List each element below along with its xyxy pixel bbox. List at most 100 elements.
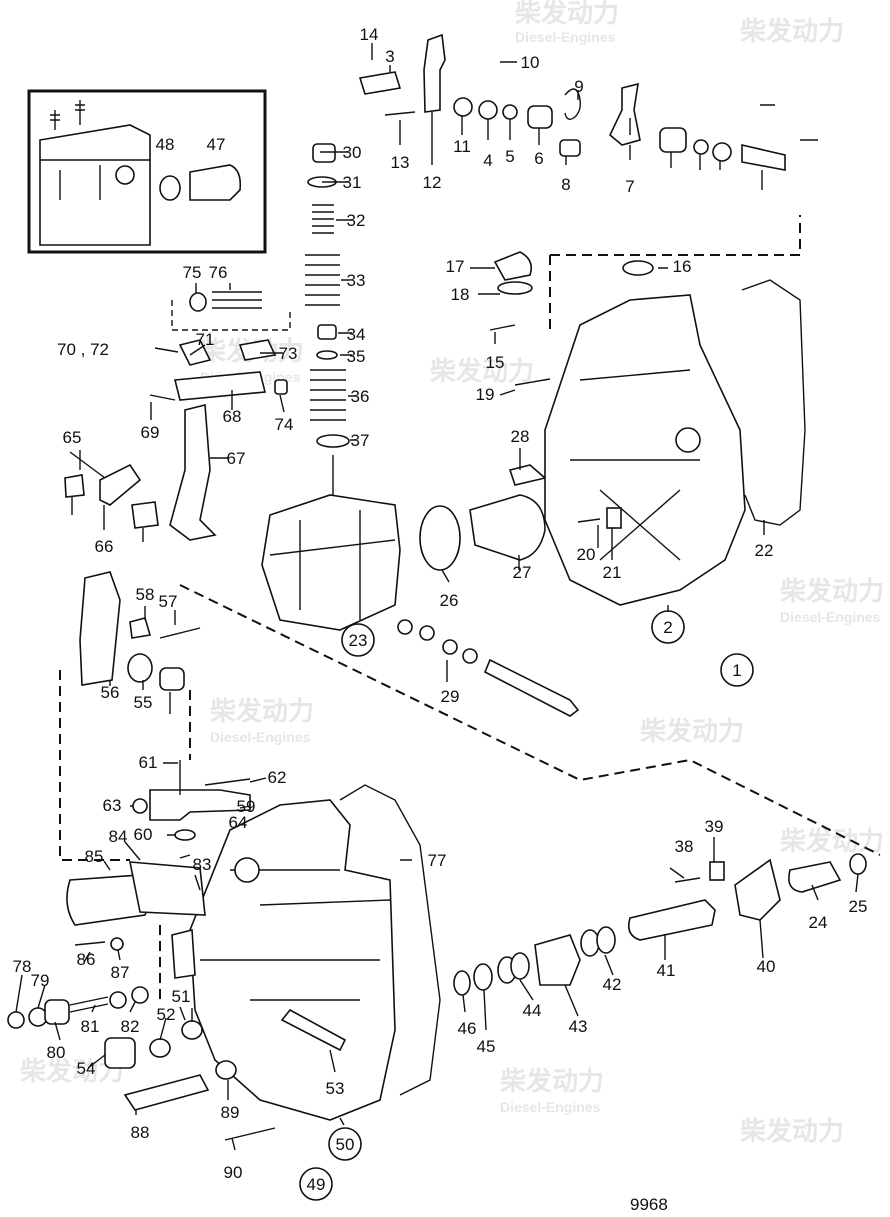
callout-label-37: 37: [351, 431, 370, 450]
callout-label-81: 81: [81, 1017, 100, 1036]
part-77-gasket: [339, 784, 441, 1096]
callout-label-44: 44: [523, 1001, 542, 1020]
watermark-text: Diesel-Engines: [500, 1099, 601, 1115]
watermark-text: Diesel-Engines: [780, 609, 881, 625]
part-20-shape: [577, 518, 601, 523]
part-78-shape: [7, 1011, 25, 1029]
callout-label-69: 69: [141, 423, 160, 442]
callout-label-56: 56: [101, 683, 120, 702]
callout-label-80: 80: [47, 1043, 66, 1062]
flyweight-assembly: [261, 494, 401, 631]
part-57-shape: [159, 627, 201, 639]
part-19-shape: [514, 378, 551, 386]
callout-label-39: 39: [705, 817, 724, 836]
callout-label-63: 63: [103, 796, 122, 815]
callout-label-64: 64: [229, 813, 248, 832]
callout-label-79: 79: [31, 971, 50, 990]
part-65-shape: [69, 451, 106, 479]
part-64b-shape: [131, 501, 159, 529]
part-73-shape: [238, 339, 277, 361]
callout-label-4: 4: [483, 151, 492, 170]
callout-label-66: 66: [95, 537, 114, 556]
inset-studs: [50, 100, 85, 130]
callout-label-21: 21: [603, 563, 622, 582]
part-62-shape: [204, 778, 251, 786]
callout-label-18: 18: [451, 285, 470, 304]
callout-label-57: 57: [159, 592, 178, 611]
callout-label-86: 86: [77, 950, 96, 969]
part-89-shape: [215, 1060, 237, 1080]
part-59-shape: [149, 789, 251, 821]
part-40-shape: [734, 858, 781, 921]
callout-label-46: 46: [458, 1019, 477, 1038]
callout-label-47: 47: [207, 135, 226, 154]
callout-label-20: 20: [577, 545, 596, 564]
callout-circle-49: [299, 1167, 333, 1201]
callout-label-30: 30: [343, 143, 362, 162]
part-42c-shape: [580, 929, 600, 957]
part-7-shape: [609, 82, 641, 146]
callout-label-43: 43: [569, 1017, 588, 1036]
callout-label-32: 32: [347, 211, 366, 230]
part-25-shape: [849, 853, 867, 875]
callout-label-35: 35: [347, 347, 366, 366]
part-67-shape: [169, 403, 217, 541]
housing-bore: [234, 857, 260, 883]
callout-label-67: 67: [227, 449, 246, 468]
callout-label-11: 11: [453, 137, 471, 156]
part-42b-shape: [510, 952, 530, 980]
flyweight-detail: [269, 510, 396, 620]
part-90-shape: [224, 1127, 276, 1141]
callout-label-54: 54: [77, 1059, 96, 1078]
part-29-bolt: [483, 658, 580, 717]
callout-label-77: 77: [428, 851, 447, 870]
part-29-washer: [442, 639, 458, 655]
part-45-shape: [453, 970, 471, 996]
callout-label-26: 26: [440, 591, 459, 610]
callout-label-2: 2: [663, 618, 672, 637]
part-42d-shape: [596, 926, 616, 954]
part-9-shape: [564, 88, 582, 120]
part-27-shape: [469, 494, 546, 561]
part-63-shape: [132, 798, 148, 814]
watermark-text: Diesel-Engines: [210, 729, 311, 745]
watermark-text: 柴发动力: [779, 576, 884, 606]
callout-label-22: 22: [755, 541, 774, 560]
callout-label-74: 74: [275, 415, 294, 434]
callout-label-65: 65: [63, 428, 82, 447]
watermark-text: 柴发动力: [779, 826, 884, 856]
part-52-shape: [149, 1038, 171, 1058]
part-5b-shape: [693, 139, 709, 155]
callout-label-60: 60: [134, 825, 153, 844]
callout-label-62: 62: [268, 768, 287, 787]
callout-label-34: 34: [347, 325, 366, 344]
inset-housing: [39, 124, 151, 246]
part-81-shape: [69, 996, 109, 1013]
callout-label-51: 51: [172, 987, 191, 1006]
callout-label-1: 1: [732, 661, 741, 680]
callout-label-33: 33: [347, 271, 366, 290]
callout-label-52: 52: [157, 1005, 176, 1024]
callout-label-59: 59: [237, 797, 256, 816]
callout-label-50: 50: [336, 1135, 355, 1154]
part-26-shape: [419, 505, 461, 571]
watermark-text: 柴发动力: [429, 356, 534, 386]
callout-label-8: 8: [561, 175, 570, 194]
part-69-shape: [149, 394, 176, 401]
part-82-shape: [131, 986, 149, 1004]
callout-label-16: 16: [673, 257, 692, 276]
part-80-shape: [44, 999, 70, 1025]
callout-label-23: 23: [349, 631, 368, 650]
callout-label-7: 7: [625, 177, 634, 196]
parts-layer: [7, 33, 881, 1141]
part-39-shape: [709, 861, 725, 881]
dash-line-middle: [179, 584, 881, 856]
part-74-shape: [274, 379, 288, 395]
part-11-shape: [453, 97, 473, 117]
part-32-shape: [312, 204, 334, 234]
callout-label-5: 5: [505, 147, 514, 166]
part-6b-shape: [659, 127, 687, 153]
callout-label-3: 3: [385, 47, 394, 66]
